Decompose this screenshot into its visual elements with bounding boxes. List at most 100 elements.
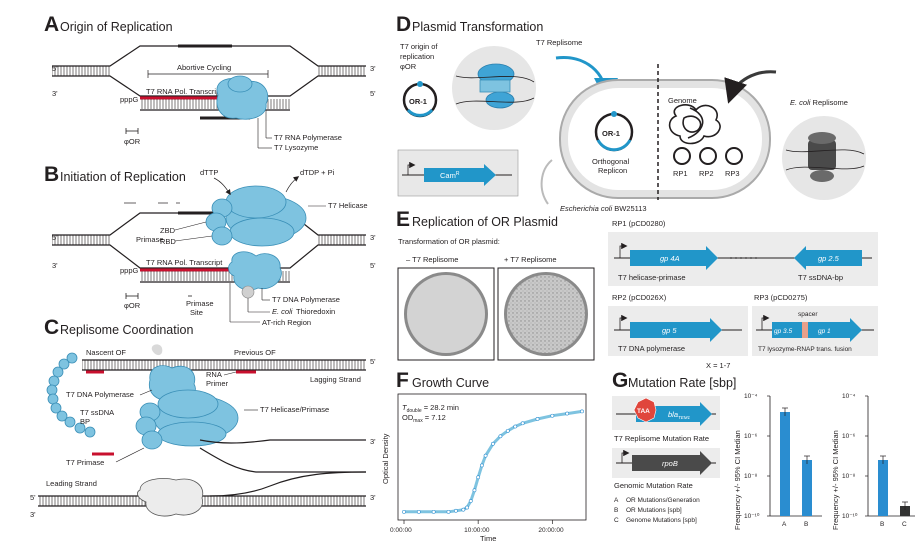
helprim-label: T7 Helicase/Primase [260, 405, 329, 414]
svg-text:OR Mutations [spb]: OR Mutations [spb] [626, 507, 682, 514]
rpob-label: rpoB [662, 459, 678, 468]
growth-line [404, 409, 583, 514]
panel-f-letter: F [396, 369, 409, 392]
growth-point [402, 509, 406, 514]
x-tick-label: 20:00:00 [538, 527, 564, 534]
or1-label: OR-1 [409, 97, 427, 106]
panel-c: C Replisome Coordination Nascent OF Prev… [30, 316, 376, 519]
svg-text:B: B [614, 507, 618, 514]
lysozyme-label: T7 Lysozyme [274, 143, 318, 152]
odmax-text: ODmax = 7.12 [402, 413, 446, 424]
panel-d-letter: D [396, 13, 411, 36]
tdouble-text: Tdouble = 28.2 min [402, 403, 459, 414]
panel-b-letter: B [44, 163, 59, 186]
phior-label-b: φOR [124, 301, 141, 310]
svg-text:5': 5' [370, 357, 376, 366]
strain-label: Escherichia coli BW25113 [560, 204, 647, 213]
template-rungs [140, 99, 290, 109]
svg-text:3': 3' [370, 233, 376, 242]
nascent-label: Nascent OF [86, 348, 126, 357]
genome-label: Genome [668, 96, 697, 105]
svg-text:Genome Mutations [spb]: Genome Mutations [spb] [626, 517, 697, 524]
y-tick-label: 10⁻⁸ [744, 473, 758, 480]
y-tick-label: 10⁻⁶ [842, 433, 856, 440]
primase-label-c: T7 Primase [66, 458, 104, 467]
growth-point [535, 417, 540, 421]
panel-a-letter: A [44, 13, 59, 36]
svg-text:T7 ssDNA-bp: T7 ssDNA-bp [798, 273, 843, 282]
rp1-title: RP1 (pCD0280) [612, 219, 666, 228]
zbd-label: ZBD [160, 226, 176, 235]
growth-point [520, 421, 525, 426]
panel-a-title: Origin of Replication [60, 20, 173, 34]
rp2-plasmid [699, 147, 717, 165]
transformation-label: Transformation of OR plasmid: [398, 237, 500, 246]
panel-b-title: Initiation of Replication [60, 170, 186, 184]
svg-text:5': 5' [370, 89, 376, 98]
rnap-label: T7 RNA Polymerase [274, 133, 342, 142]
growth-point [461, 507, 466, 512]
svg-text:RP1: RP1 [673, 169, 688, 178]
genome-tangle [668, 104, 721, 145]
ecoli-label-b: E. coli [272, 307, 293, 316]
origin-label-1: T7 origin of [400, 42, 438, 51]
ssdna-label-1: T7 ssDNA [80, 408, 114, 417]
origin-label-2: replication [400, 52, 434, 61]
growth-point [498, 434, 503, 439]
svg-text:3': 3' [370, 64, 376, 73]
growth-point [454, 508, 458, 513]
growth-point [505, 428, 510, 433]
bar [780, 412, 790, 516]
growth-point [416, 509, 421, 514]
plus-label: + T7 Replisome [504, 255, 557, 264]
bla-label: blaTEM1 [668, 410, 691, 420]
ecoli-replisome-shape [808, 132, 836, 182]
bar-category-label: B [880, 521, 884, 528]
x-tick-label: 10:00:00 [464, 527, 490, 534]
panel-c-letter: C [44, 316, 59, 339]
spacer-label: spacer [798, 311, 818, 318]
svg-text:gp 5: gp 5 [662, 326, 677, 335]
panel-b: B Initiation of Replication dTTP dTDP + … [44, 163, 376, 327]
ssdna-label-2: BP [80, 417, 90, 426]
panel-d-title: Plasmid Transformation [412, 20, 543, 34]
dnapol-label-b: T7 DNA Polymerase [272, 295, 340, 304]
minus-label: – T7 Replisome [406, 255, 458, 264]
bottom-strand [52, 75, 366, 97]
x-tick-label: 0:00:00 [390, 527, 412, 534]
growth-series [402, 409, 584, 514]
rp-constructs: RP1 (pCD0280) gp 4A gp 2.5 T7 helicase-p… [608, 219, 878, 370]
dtdp-label: dTDP + Pi [300, 168, 335, 177]
panel-e-letter: E [396, 208, 410, 231]
pppg-label: pppG [120, 95, 139, 104]
y-tick-label: 10⁻⁸ [842, 473, 856, 480]
replicon-label: Replicon [598, 166, 627, 175]
growth-point [465, 505, 469, 510]
transcript-label: T7 RNA Pol. Transcript [146, 87, 223, 96]
gene-gp25 [794, 246, 862, 270]
svg-text:C: C [614, 517, 619, 524]
taa-label: TAA [637, 408, 650, 415]
svg-text:5': 5' [52, 64, 58, 73]
panel-g-letter: G [612, 369, 628, 392]
growth-point [431, 509, 436, 514]
rna-label: RNA [206, 370, 222, 379]
y-tick-label: 10⁻¹⁰ [744, 512, 760, 520]
svg-text:5': 5' [30, 493, 36, 502]
growth-point [468, 499, 473, 503]
svg-text:3': 3' [52, 89, 58, 98]
svg-text:5': 5' [370, 261, 376, 270]
transcript-label-b: T7 RNA Pol. Transcript [146, 258, 223, 267]
panel-g: G Mutation Rate [sbp] TAA blaTEM1 T7 Rep… [612, 369, 915, 530]
growth-point [513, 424, 518, 429]
growth-xlabel: Time [480, 534, 496, 543]
abortive-label: Abortive Cycling [177, 63, 231, 72]
dna-rungs-right [318, 66, 366, 76]
primase-label: Primase [136, 235, 164, 244]
bar [878, 460, 888, 516]
svg-text:gp 1: gp 1 [818, 328, 831, 335]
t7-rna-polymerase-shape [216, 75, 269, 120]
t7-helicase-shape [205, 185, 307, 247]
